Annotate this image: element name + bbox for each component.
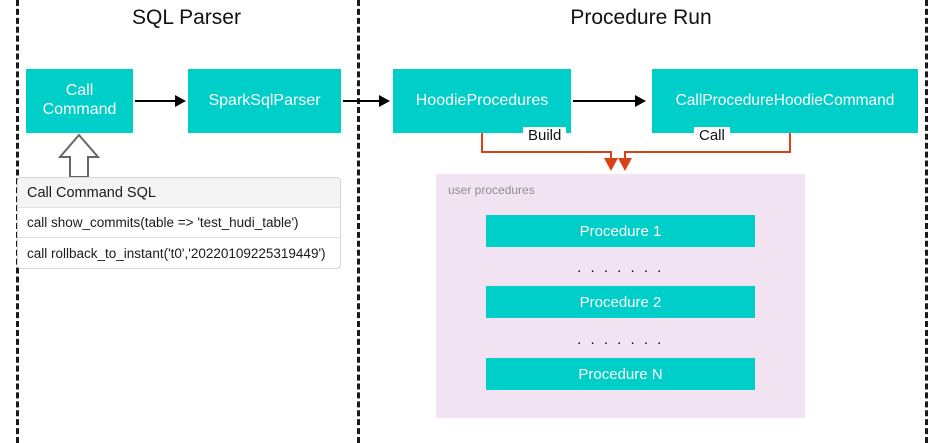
user-procedures-panel: user procedures Procedure 1 . . . . . . … bbox=[436, 174, 805, 418]
call-connector-segment-drop bbox=[624, 151, 626, 160]
procedure-ellipsis: . . . . . . . bbox=[577, 259, 664, 276]
procedure-box[interactable]: Procedure 2 bbox=[486, 286, 755, 318]
node-spark-sql-parser[interactable]: SparkSqlParser bbox=[188, 69, 341, 133]
arrow-head-hoodie-procedures bbox=[379, 95, 390, 107]
sql-table-header: Call Command SQL bbox=[18, 178, 340, 208]
sql-table-row: call rollback_to_instant('t0','202201092… bbox=[27, 245, 326, 261]
call-connector-segment-left bbox=[624, 151, 791, 153]
build-connector-segment-drop bbox=[610, 151, 612, 160]
procedure-ellipsis: . . . . . . . bbox=[577, 331, 664, 348]
call-connector-segment-down bbox=[789, 133, 791, 152]
build-connector-segment-right bbox=[481, 151, 611, 153]
build-arrow-head bbox=[604, 158, 618, 171]
sql-table-row: call show_commits(table => 'test_hudi_ta… bbox=[18, 208, 340, 238]
section-title-procedure-run: Procedure Run bbox=[570, 6, 712, 29]
divider-middle bbox=[357, 0, 360, 443]
build-connector-segment-down bbox=[481, 133, 483, 152]
user-procedures-label: user procedures bbox=[448, 183, 535, 197]
arrow-call-command-to-spark-sql-parser bbox=[135, 100, 177, 102]
hollow-up-arrow-icon bbox=[57, 133, 101, 178]
procedure-box[interactable]: Procedure N bbox=[486, 358, 755, 390]
procedure-box[interactable]: Procedure 1 bbox=[486, 215, 755, 247]
node-call-command[interactable]: Call Command bbox=[26, 69, 133, 133]
node-call-command-line2: Command bbox=[42, 101, 117, 118]
arrow-head-call-procedure-hoodie-command bbox=[635, 95, 646, 107]
arrow-spark-sql-parser-to-hoodie-procedures bbox=[343, 100, 381, 102]
node-call-procedure-hoodie-command[interactable]: CallProcedureHoodieCommand bbox=[652, 69, 918, 133]
arrow-head-spark-sql-parser bbox=[175, 95, 186, 107]
edge-label-build: Build bbox=[523, 127, 567, 144]
divider-right bbox=[925, 0, 928, 443]
call-arrow-head bbox=[618, 158, 632, 171]
section-title-sql-parser: SQL Parser bbox=[132, 6, 241, 29]
edge-label-call: Call bbox=[694, 127, 730, 144]
node-call-command-line1: Call bbox=[65, 82, 94, 100]
call-command-sql-table: Call Command SQL call show_commits(table… bbox=[17, 177, 341, 269]
node-hoodie-procedures[interactable]: HoodieProcedures bbox=[393, 69, 571, 133]
arrow-hoodie-procedures-to-call-procedure-hoodie-command bbox=[573, 100, 637, 102]
